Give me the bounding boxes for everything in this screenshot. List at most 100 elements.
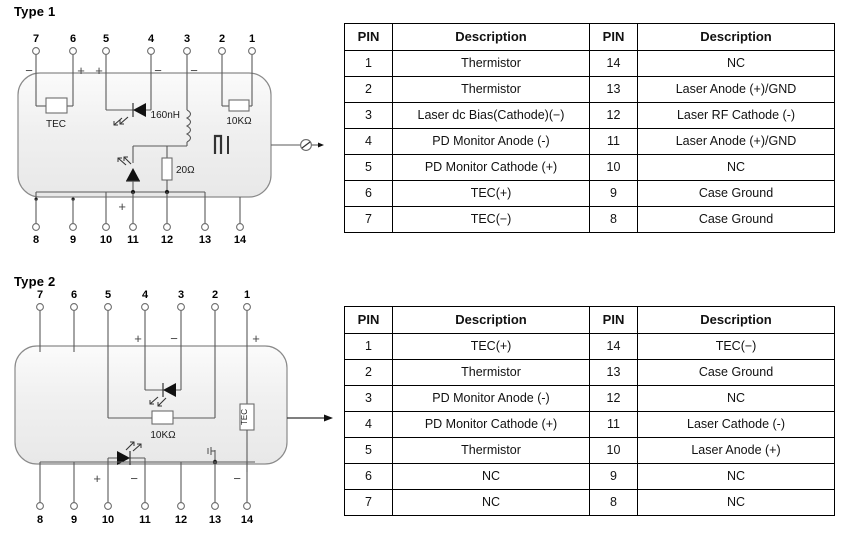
table-row: 7 TEC(−) 8 Case Ground: [344, 206, 835, 233]
polarity-mark: +: [93, 471, 101, 486]
optical-output-arrow: [287, 414, 333, 422]
cell-pin-right: 10: [589, 437, 638, 464]
top-pin-numbers: 7 6 5 4 3 2 1: [33, 33, 255, 45]
cell-desc-left: Thermistor: [392, 50, 590, 77]
cell-desc-right: Laser RF Cathode (-): [637, 102, 835, 129]
resistor-10k-element: 10KΩ: [222, 99, 252, 127]
pin-label: 8: [37, 514, 43, 526]
top-polarity-marks: + − +: [134, 331, 260, 346]
polarity-mark: −: [190, 63, 198, 78]
pin-label: 5: [105, 290, 111, 301]
cell-desc-right: Laser Anode (+)/GND: [637, 76, 835, 103]
header-pin-left: PIN: [344, 306, 393, 334]
cell-desc-right: Laser Cathode (-): [637, 411, 835, 438]
cell-pin-left: 7: [344, 489, 393, 516]
cell-desc-left: Thermistor: [392, 437, 590, 464]
table-header-row: PIN Description PIN Description: [344, 23, 835, 51]
cell-desc-left: Thermistor: [392, 359, 590, 386]
pin-label: 4: [142, 290, 149, 301]
polarity-mark: −: [154, 63, 162, 78]
type2-schematic-diagram: 7 6 5 4 3 2 1 + − + 10KΩ TEC: [0, 289, 344, 535]
header-desc-left: Description: [392, 306, 590, 334]
table-row: 1 Thermistor 14 NC: [344, 50, 835, 77]
cell-desc-right: Laser Anode (+)/GND: [637, 128, 835, 155]
cell-pin-left: 1: [344, 333, 393, 360]
pd-monitor-diode: [117, 156, 140, 192]
cell-desc-left: TEC(+): [392, 180, 590, 207]
table-row: 7 NC 8 NC: [344, 489, 835, 516]
pin-label: 12: [161, 234, 173, 246]
laser-diode-top: [106, 103, 151, 126]
header-desc-right: Description: [637, 23, 835, 51]
resistor-10k-element: 10KΩ: [108, 410, 215, 441]
header-pin-right: PIN: [589, 23, 638, 51]
bottom-pin-numbers: 8 9 10 11 12 13 14: [33, 234, 247, 246]
cell-desc-right: NC: [637, 489, 835, 516]
tec-label: TEC: [240, 409, 249, 425]
type1-pinout-table: PIN Description PIN Description 1 Thermi…: [344, 23, 835, 233]
polarity-mark: +: [77, 63, 85, 78]
pin-label: 13: [209, 514, 221, 526]
table-row: 5 Thermistor 10 Laser Anode (+): [344, 437, 835, 464]
pd-diode-top: [145, 383, 181, 407]
optical-output: [271, 139, 324, 151]
cell-pin-right: 9: [589, 463, 638, 490]
cell-pin-left: 3: [344, 102, 393, 129]
pin-label: 9: [70, 234, 76, 246]
resistor-10k-label: 10KΩ: [150, 430, 176, 441]
polarity-mark: +: [95, 63, 103, 78]
polarity-mark: +: [118, 199, 126, 214]
cell-desc-left: Laser dc Bias(Cathode)(−): [392, 102, 590, 129]
cell-desc-right: Case Ground: [637, 206, 835, 233]
cell-pin-left: 3: [344, 385, 393, 412]
type2-section-title: Type 2: [14, 274, 56, 289]
table-row: 6 NC 9 NC: [344, 463, 835, 490]
cell-pin-left: 2: [344, 76, 393, 103]
cell-desc-right: NC: [637, 50, 835, 77]
cell-desc-left: NC: [392, 489, 590, 516]
cell-desc-right: Laser Anode (+): [637, 437, 835, 464]
pin-label: 11: [127, 234, 139, 246]
top-pin-pads: [32, 47, 256, 55]
top-pin-leads: [35, 52, 253, 110]
cell-pin-right: 14: [589, 50, 638, 77]
cell-pin-right: 13: [589, 76, 638, 103]
cell-desc-left: Thermistor: [392, 76, 590, 103]
cell-desc-left: TEC(+): [392, 333, 590, 360]
cell-pin-right: 10: [589, 154, 638, 181]
pin-label: 14: [234, 234, 247, 246]
pin-label: 1: [249, 33, 255, 45]
top-polarity-marks: − + + − −: [25, 63, 198, 78]
package-body: [14, 345, 288, 465]
tec-element: TEC: [239, 403, 255, 472]
resistor-10k-label: 10KΩ: [226, 116, 252, 127]
pin-label: 3: [184, 33, 190, 45]
type1-pinout-table-container: PIN Description PIN Description 1 Thermi…: [344, 23, 835, 233]
pin-label: 10: [100, 234, 112, 246]
polarity-mark: −: [170, 331, 178, 346]
bottom-pin-leads: [35, 192, 241, 225]
pin-label: 10: [102, 514, 114, 526]
header-desc-left: Description: [392, 23, 590, 51]
table-row: 6 TEC(+) 9 Case Ground: [344, 180, 835, 207]
table-row: 3 Laser dc Bias(Cathode)(−) 12 Laser RF …: [344, 102, 835, 129]
package-body: [17, 72, 272, 198]
bottom-pin-numbers: 8 9 10 11 12 13 14: [37, 514, 254, 526]
cell-desc-left: PD Monitor Cathode (+): [392, 154, 590, 181]
header-desc-right: Description: [637, 306, 835, 334]
polarity-mark: −: [130, 471, 138, 486]
cell-desc-right: Case Ground: [637, 180, 835, 207]
tec-element: TEC: [36, 97, 73, 130]
pin-label: 6: [71, 290, 77, 301]
type2-pinout-table-container: PIN Description PIN Description 1 TEC(+)…: [344, 306, 835, 516]
cell-pin-right: 11: [589, 411, 638, 438]
pin-label: 3: [178, 290, 184, 301]
table-row: 3 PD Monitor Anode (-) 12 NC: [344, 385, 835, 412]
table-header-row: PIN Description PIN Description: [344, 306, 835, 334]
cell-pin-right: 12: [589, 102, 638, 129]
top-pin-leads: [39, 310, 248, 418]
pin-label: 5: [103, 33, 109, 45]
bottom-polarity-marks: + − −: [93, 471, 241, 486]
cell-desc-left: TEC(−): [392, 206, 590, 233]
header-pin-left: PIN: [344, 23, 393, 51]
